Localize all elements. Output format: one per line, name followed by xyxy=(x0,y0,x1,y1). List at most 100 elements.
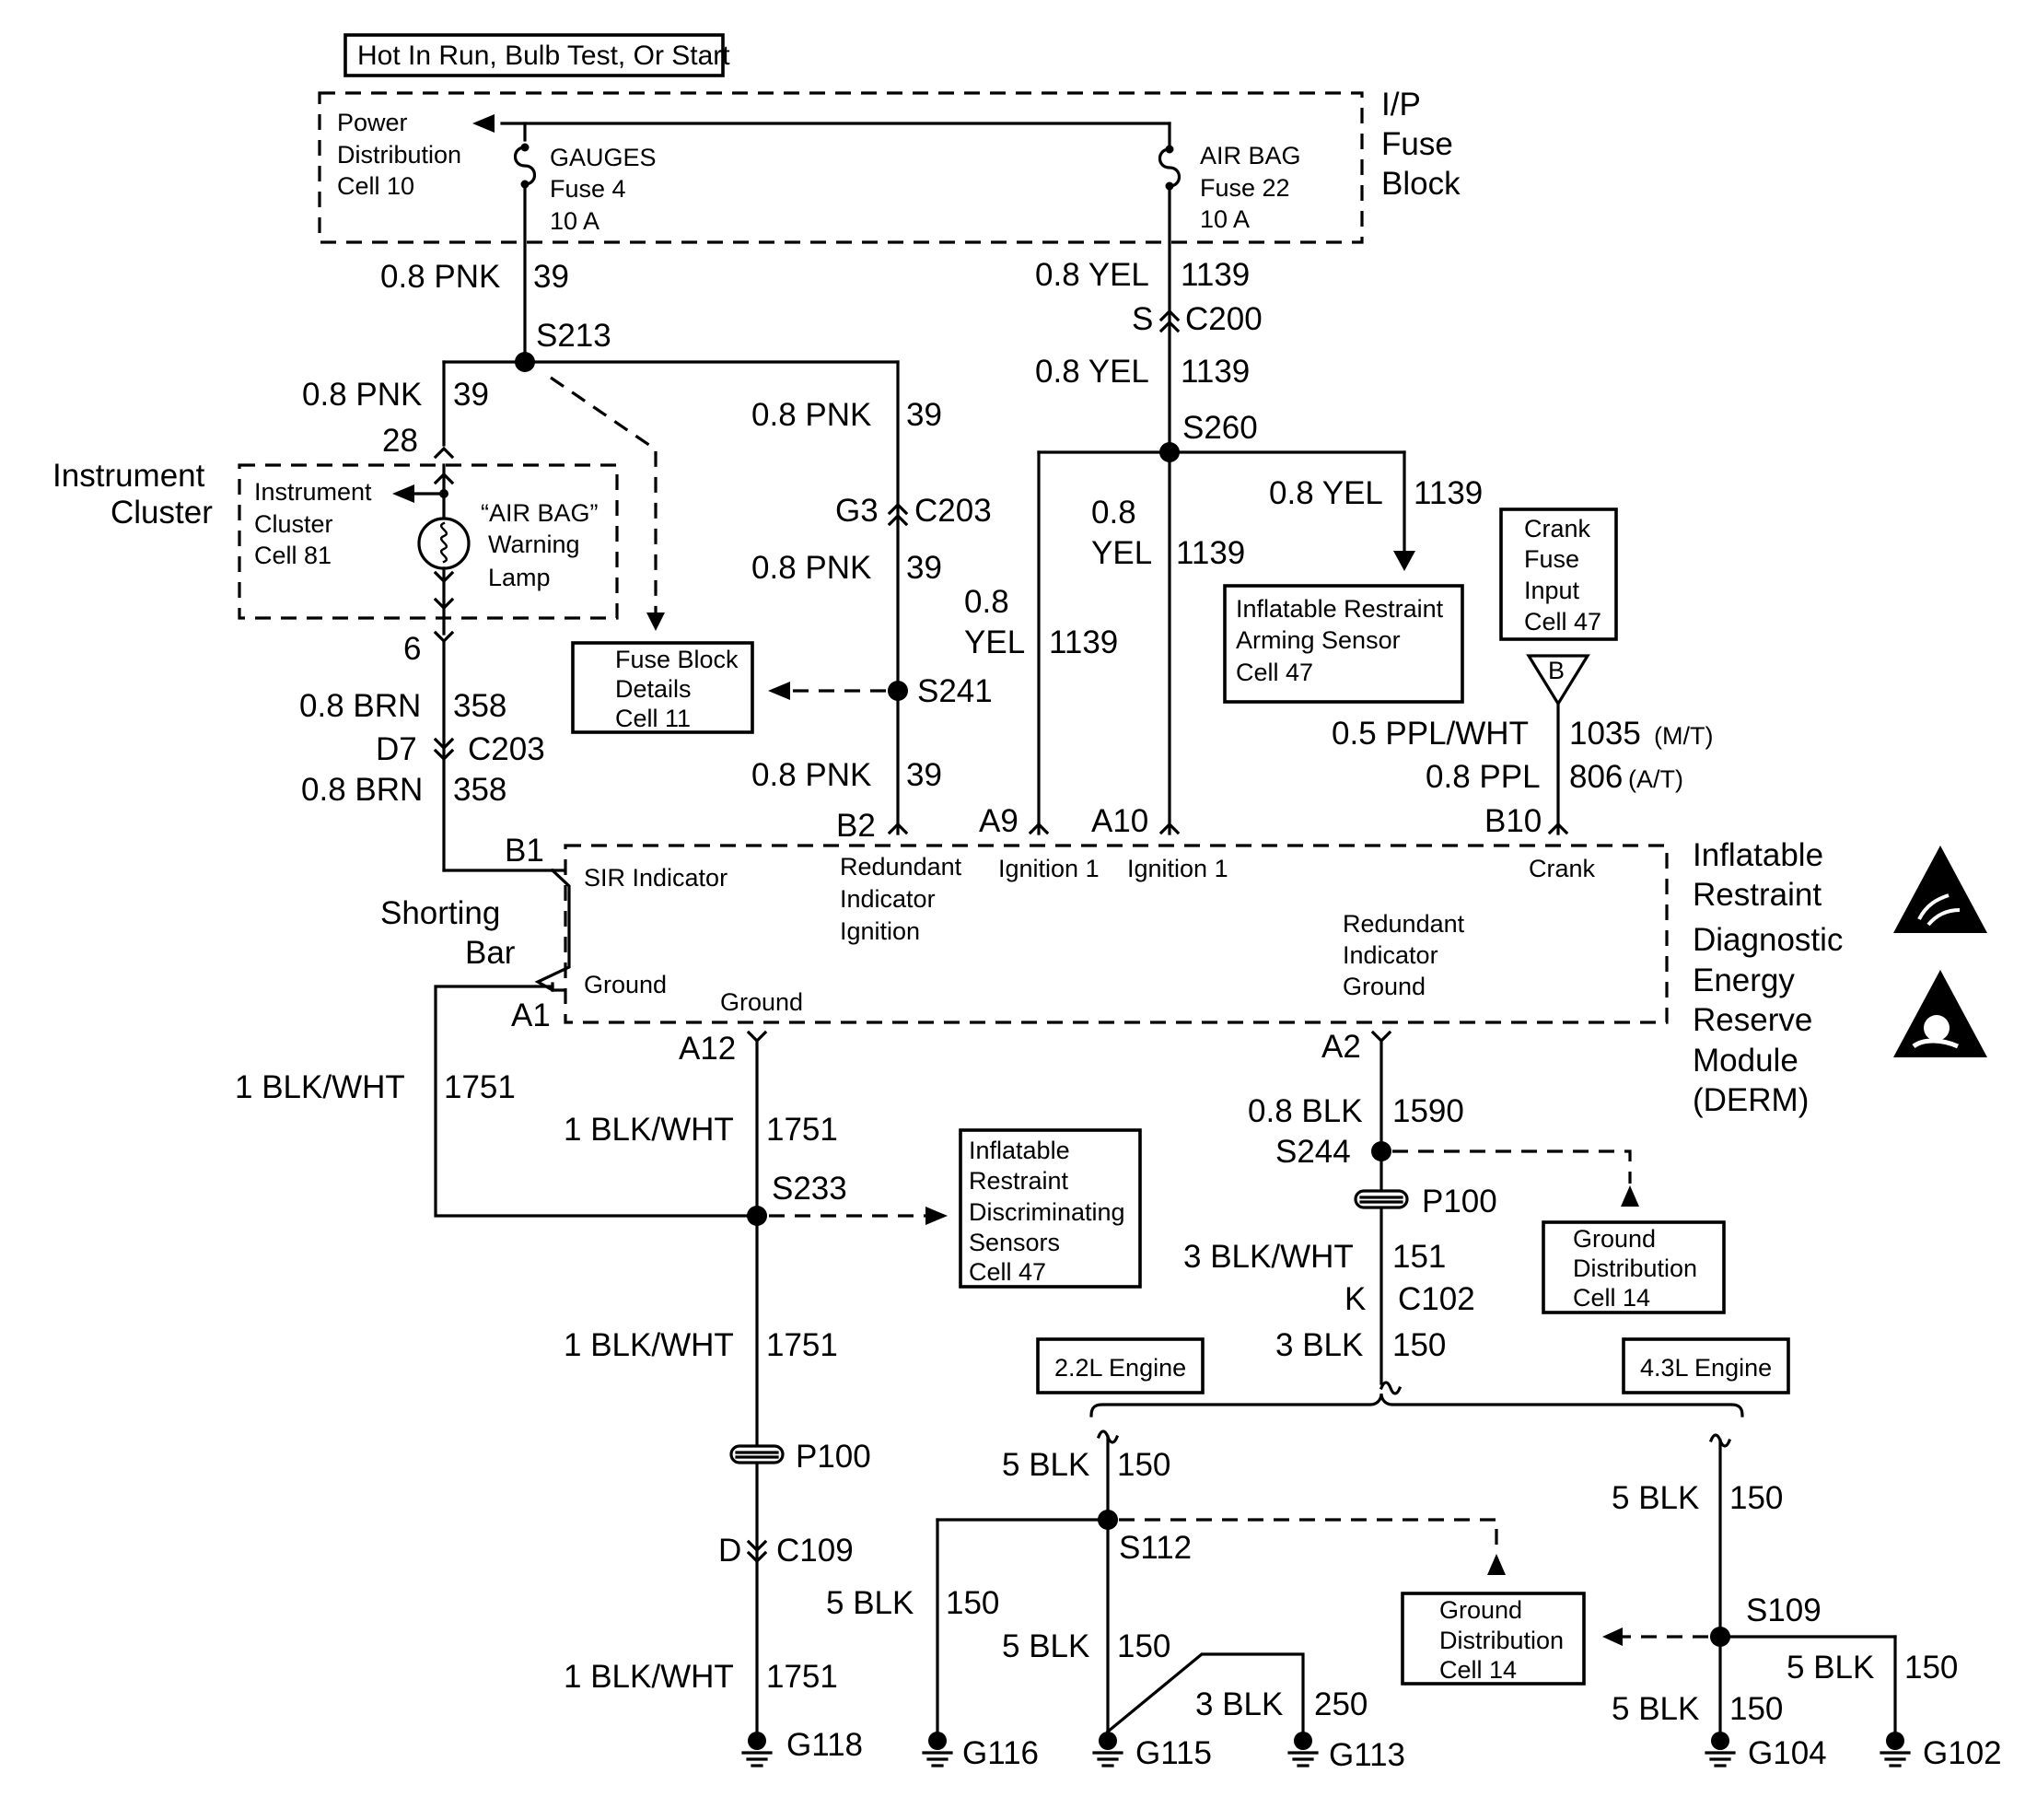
cluster-cell-arrow xyxy=(392,484,414,503)
derm-ign1-a10: Ignition 1 xyxy=(1127,855,1228,882)
wire-pnk-ckt-2: 39 xyxy=(453,377,489,413)
crank-tri-label: B xyxy=(1548,657,1565,684)
wire-brn-ckt: 358 xyxy=(453,688,506,724)
derm-crank: Crank xyxy=(1529,855,1596,882)
fuse-details-2: Details xyxy=(615,675,692,703)
wire-blk-08-label: 0.8 BLK xyxy=(1248,1093,1363,1129)
arming-sensor-arrow xyxy=(1393,551,1415,571)
p100-right-icon xyxy=(1354,1189,1409,1209)
airbag-warning-icon xyxy=(1893,970,1987,1057)
s109-label: S109 xyxy=(1746,1592,1822,1628)
wire-blk-5-label-2: 5 BLK xyxy=(826,1585,914,1621)
shorting-bar-label-2: Bar xyxy=(465,935,516,971)
wire-yel-label-2: 0.8 YEL xyxy=(1035,354,1149,390)
cluster-title-2: Cluster xyxy=(111,495,213,531)
wire-blk-5-ckt-4: 150 xyxy=(1729,1480,1783,1516)
instrument-cluster-outline xyxy=(238,463,619,620)
derm-ground-2: Ground xyxy=(720,988,803,1016)
shorting-bar xyxy=(534,868,571,993)
wire-blk-wht-label-3: 1 BLK/WHT xyxy=(564,1327,734,1363)
wire-blk-wht-ckt-3: 1751 xyxy=(766,1327,838,1363)
wire-pnk-label-5: 0.8 PNK xyxy=(751,757,871,793)
engine-22l-label: 2.2L Engine xyxy=(1054,1354,1186,1382)
pin-b1: B1 xyxy=(505,833,544,869)
wire-blk-3-ckt: 150 xyxy=(1392,1327,1446,1363)
wire-pnk-label-3: 0.8 PNK xyxy=(751,397,871,433)
wire-blk-wht-ckt-1: 1751 xyxy=(444,1069,516,1105)
ground-g102-icon xyxy=(1880,1730,1911,1768)
engine-43l-label: 4.3L Engine xyxy=(1640,1354,1772,1382)
crank-label-2: Fuse xyxy=(1524,545,1579,573)
c109-pin: D xyxy=(718,1533,741,1569)
wire-brn-label-2: 0.8 BRN xyxy=(301,772,423,808)
splice-s241 xyxy=(888,681,908,701)
wire-pnk-ckt-4: 39 xyxy=(906,550,942,586)
crank-source-triangle xyxy=(1526,654,1590,707)
wire-blk-08-ckt: 1590 xyxy=(1392,1093,1464,1129)
gauges-fuse-icon xyxy=(513,141,537,191)
ground-dist-box-lower xyxy=(1401,1592,1586,1686)
disc-label-1: Inflatable xyxy=(969,1137,1070,1164)
esd-warning-icon xyxy=(1893,846,1987,933)
fuse-block-details-box xyxy=(571,641,754,734)
s213-reference-dash xyxy=(550,376,658,612)
wire-yel-short-4: YEL xyxy=(964,624,1025,660)
wire-pnk-ckt: 39 xyxy=(533,259,569,295)
g116-label: G116 xyxy=(962,1735,1039,1771)
wire-yel-label-3: 0.8 YEL xyxy=(1269,475,1383,511)
engine-22l-box xyxy=(1036,1337,1205,1394)
disc-label-4: Sensors xyxy=(969,1229,1060,1256)
wire-ppl-wht-note: (M/T) xyxy=(1654,722,1713,750)
wire-yel-ckt: 1139 xyxy=(1181,257,1250,293)
wire-ppl-wht-label: 0.5 PPL/WHT xyxy=(1332,716,1529,752)
fuse-details-3: Cell 11 xyxy=(615,705,691,732)
c203-label-left: C203 xyxy=(468,731,545,767)
pin-a2: A2 xyxy=(1321,1029,1361,1065)
wire-pnk-label-2: 0.8 PNK xyxy=(302,377,422,413)
cluster-cell-2: Cluster xyxy=(254,510,333,538)
wire-ppl-ckt: 806 xyxy=(1569,759,1623,795)
wire-blk-wht-ckt-4: 1751 xyxy=(766,1659,838,1695)
s241-label: S241 xyxy=(917,673,993,709)
pin-a10: A10 xyxy=(1091,803,1148,839)
power-dist-label-3: Cell 10 xyxy=(337,172,414,200)
wire-blk-5-label-6: 5 BLK xyxy=(1612,1691,1699,1727)
s112-reference-dash xyxy=(1119,1518,1498,1552)
disc-label-3: Discriminating xyxy=(969,1198,1125,1226)
power-dist-arrow xyxy=(472,114,495,133)
s233-label: S233 xyxy=(772,1171,847,1207)
s213-label: S213 xyxy=(536,318,611,354)
wire-blk-5-ckt-1: 150 xyxy=(1117,1447,1170,1483)
wire-blk-3-label-2: 3 BLK xyxy=(1195,1686,1283,1722)
disc-label-5: Cell 47 xyxy=(969,1258,1046,1286)
wire-ckt-250: 250 xyxy=(1314,1686,1368,1722)
gnd-dist-lower-1: Ground xyxy=(1439,1596,1522,1624)
c109-label: C109 xyxy=(776,1533,854,1569)
gauges-fuse-label-3: 10 A xyxy=(550,207,599,235)
ground-g116-icon xyxy=(922,1730,953,1768)
wire-yel-short-1: 0.8 xyxy=(1091,495,1136,531)
crank-label-3: Input xyxy=(1524,577,1580,604)
derm-title-4: Energy xyxy=(1693,962,1795,998)
wire-blk-wht-3-ckt: 151 xyxy=(1392,1239,1446,1275)
arming-label-1: Inflatable Restraint xyxy=(1236,595,1444,623)
g102-label: G102 xyxy=(1923,1735,2002,1771)
g113-label: G113 xyxy=(1329,1737,1405,1773)
wire-yel-ckt-2: 1139 xyxy=(1181,354,1250,390)
wire-ppl-note: (A/T) xyxy=(1628,765,1683,793)
derm-red-gnd-1: Redundant xyxy=(1343,910,1465,938)
airbag-fuse-icon xyxy=(1158,143,1181,192)
arming-sensor-box xyxy=(1223,584,1464,704)
arming-label-3: Cell 47 xyxy=(1236,659,1313,686)
airbag-fuse-label-1: AIR BAG xyxy=(1200,142,1301,169)
gauges-fuse-label-2: Fuse 4 xyxy=(550,175,626,203)
fuse-details-1: Fuse Block xyxy=(615,646,739,673)
crank-label-4: Cell 47 xyxy=(1524,608,1601,636)
wire-ppl-label: 0.8 PPL xyxy=(1426,759,1541,795)
wire-blk-5-ckt-2: 150 xyxy=(946,1585,999,1621)
ip-fuse-block-outline xyxy=(318,91,1364,244)
pin-a9: A9 xyxy=(979,803,1018,839)
gnd-dist-lower-3: Cell 14 xyxy=(1439,1656,1517,1684)
wire-ppl-wht-ckt: 1035 xyxy=(1569,716,1641,752)
